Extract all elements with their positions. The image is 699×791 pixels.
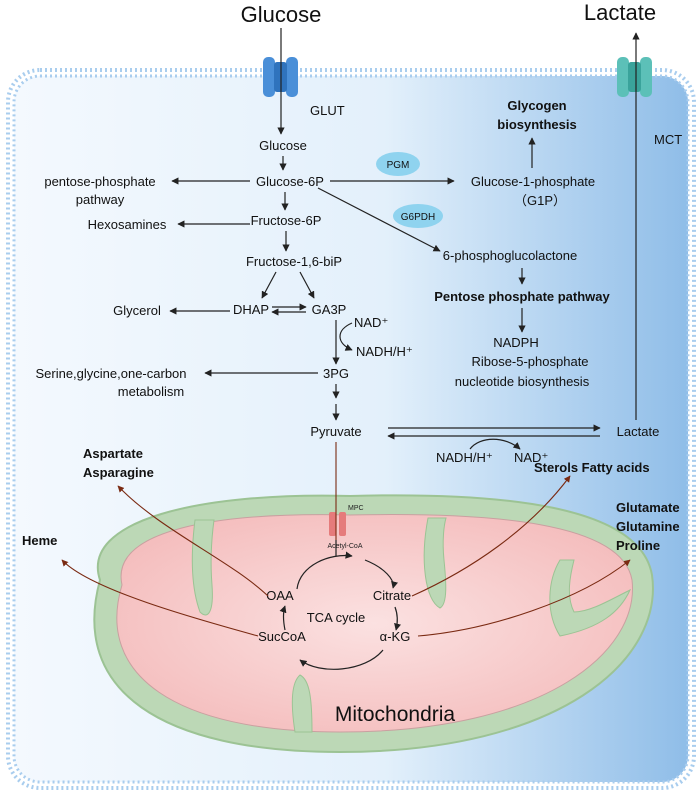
cell-membrane-inner xyxy=(12,74,690,784)
tca-cycle-arrows xyxy=(279,540,402,670)
nadh-lactate-label: NADH/H⁺ xyxy=(436,450,493,465)
serine-line2: metabolism xyxy=(118,384,184,399)
mitochondrion xyxy=(93,494,654,754)
ppp-left-line2: pathway xyxy=(76,192,125,207)
mpc-label: MPC xyxy=(348,505,364,512)
heme-label: Heme xyxy=(22,533,57,548)
tca-label: TCA cycle xyxy=(307,610,366,625)
succoa-label: SucCoA xyxy=(258,629,306,644)
sterols-label: Sterols Fatty acids xyxy=(534,460,650,475)
lactate-top-label: Lactate xyxy=(584,0,656,25)
ribose-label: Ribose-5-phosphate xyxy=(471,354,588,369)
lactate-label: Lactate xyxy=(617,424,660,439)
nad-plus-label: NAD⁺ xyxy=(354,315,388,330)
pgm-label: PGM xyxy=(387,160,410,171)
phosphoglucolactone-label: 6-phosphoglucolactone xyxy=(443,248,577,263)
glucose-label: Glucose xyxy=(259,138,307,153)
glycogen-line1: Glycogen xyxy=(507,98,566,113)
serine-line1: Serine,glycine,one-carbon xyxy=(35,366,186,381)
mct-label: MCT xyxy=(654,132,682,147)
akg-label: α-KG xyxy=(380,629,411,644)
g1p-line2: （G1P） xyxy=(514,193,566,208)
nadph-label: NADPH xyxy=(493,335,539,350)
glycogen-line2: biosynthesis xyxy=(497,117,576,132)
glutamate-label: Glutamate xyxy=(616,500,680,515)
glucose-top-label: Glucose xyxy=(241,2,322,27)
aspartate-label: Aspartate xyxy=(83,446,143,461)
ppp-bold-label: Pentose phosphate pathway xyxy=(434,289,610,304)
nad-lactate-label: NAD⁺ xyxy=(514,450,548,465)
asparagine-label: Asparagine xyxy=(83,465,154,480)
ppp-left-line1: pentose-phosphate xyxy=(44,174,155,189)
glycerol-label: Glycerol xyxy=(113,303,161,318)
citrate-label: Citrate xyxy=(373,588,411,603)
mito-branch-arrows xyxy=(61,475,631,637)
fructose-6p-label: Fructose-6P xyxy=(251,213,322,228)
pyruvate-label: Pyruvate xyxy=(310,424,361,439)
g6pdh-label: G6PDH xyxy=(401,212,435,223)
hexosamines-label: Hexosamines xyxy=(88,217,167,232)
mct-transporter xyxy=(617,57,652,97)
glucose-6p-label: Glucose-6P xyxy=(256,174,324,189)
cell-membrane-outer xyxy=(6,68,696,790)
glutamine-label: Glutamine xyxy=(616,519,680,534)
nadh-label: NADH/H⁺ xyxy=(356,344,413,359)
g6pdh-enzyme xyxy=(393,204,443,228)
glut-label: GLUT xyxy=(310,103,345,118)
mpc-transporter xyxy=(329,512,336,536)
g1p-line1: Glucose-1-phosphate xyxy=(471,174,595,189)
mitochondria-label: Mitochondria xyxy=(335,703,456,726)
3pg-label: 3PG xyxy=(323,366,349,381)
oaa-label: OAA xyxy=(266,588,294,603)
pgm-enzyme xyxy=(376,152,420,176)
nucleotide-label: nucleotide biosynthesis xyxy=(455,374,590,389)
ga3p-label: GA3P xyxy=(312,302,347,317)
glycolysis-arrows xyxy=(169,28,640,540)
dhap-label: DHAP xyxy=(233,302,269,317)
proline-label: Proline xyxy=(616,538,660,553)
fructose-bip-label: Fructose-1,6-biP xyxy=(246,254,342,269)
acetyl-coa-label: Acetyl-CoA xyxy=(327,543,362,550)
